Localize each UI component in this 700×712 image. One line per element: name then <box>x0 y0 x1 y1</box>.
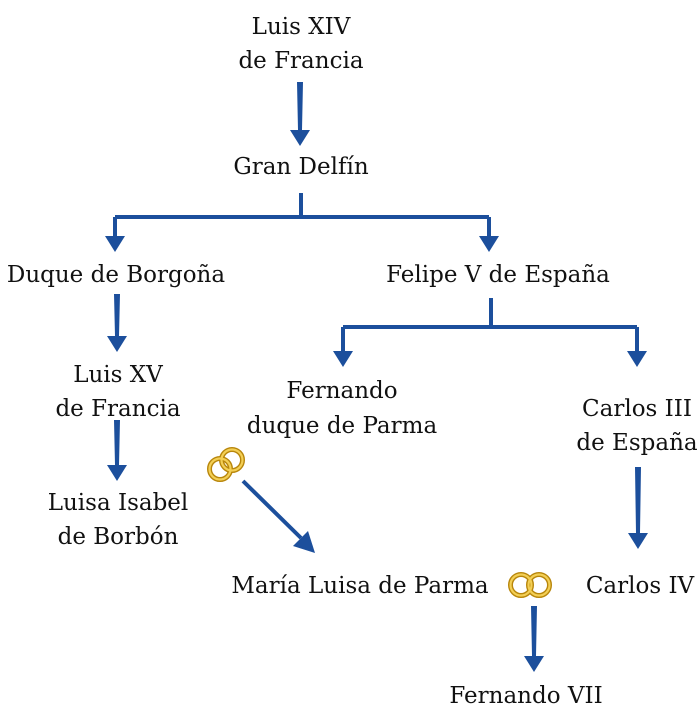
person-node-luis-xiv: Luis XIV de Francia <box>238 14 363 74</box>
arrow-rings-to-fernando-vii <box>524 606 544 672</box>
arrow-rings-to-maria-luisa <box>241 479 303 540</box>
person-luisa-isabel-line2: de Borbón <box>58 524 179 550</box>
person-carlos-iv: Carlos IV <box>586 573 695 599</box>
person-fernando-parma-line1: Fernando <box>286 378 397 404</box>
arrowhead-to-felipe-v <box>479 236 499 252</box>
wedding-rings-icon <box>207 447 245 482</box>
person-luisa-isabel-line1: Luisa Isabel <box>48 490 189 516</box>
person-fernando-vii: Fernando VII <box>449 683 602 709</box>
person-duque-borgona: Duque de Borgoña <box>7 262 225 288</box>
person-fernando-parma-line2: duque de Parma <box>247 413 438 439</box>
person-node-luisa-isabel: Luisa Isabel de Borbón <box>48 490 189 550</box>
person-gran-delfin: Gran Delfín <box>233 154 368 180</box>
person-maria-luisa: María Luisa de Parma <box>231 573 489 599</box>
person-luis-xiv-line1: Luis XIV <box>252 14 351 40</box>
arrow-borgona-to-luis-xv <box>107 294 127 352</box>
person-carlos-iii-line1: Carlos III <box>582 396 692 422</box>
arrowhead-to-maria-luisa <box>293 531 315 553</box>
arrowhead-to-carlos-iii <box>627 351 647 367</box>
person-luis-xiv-line2: de Francia <box>238 48 363 74</box>
person-node-carlos-iii: Carlos III de España <box>576 396 697 456</box>
person-carlos-iii-line2: de España <box>576 430 697 456</box>
arrow-carlos-iii-to-carlos-iv <box>628 467 648 549</box>
arrowhead-to-borgona <box>105 236 125 252</box>
person-node-fernando-parma: Fernando duque de Parma <box>247 378 438 439</box>
person-luis-xv-line2: de Francia <box>55 396 180 422</box>
arrow-luis-xv-to-luisa-isabel <box>107 420 127 481</box>
arrowhead-to-fernando-parma <box>333 351 353 367</box>
person-node-luis-xv: Luis XV de Francia <box>55 362 180 422</box>
person-luis-xv-line1: Luis XV <box>73 362 163 388</box>
person-felipe-v: Felipe V de España <box>386 262 610 288</box>
connectors <box>105 82 648 672</box>
wedding-rings-icon <box>508 572 552 598</box>
arrow-luis-xiv-to-gran-delfin <box>290 82 310 146</box>
